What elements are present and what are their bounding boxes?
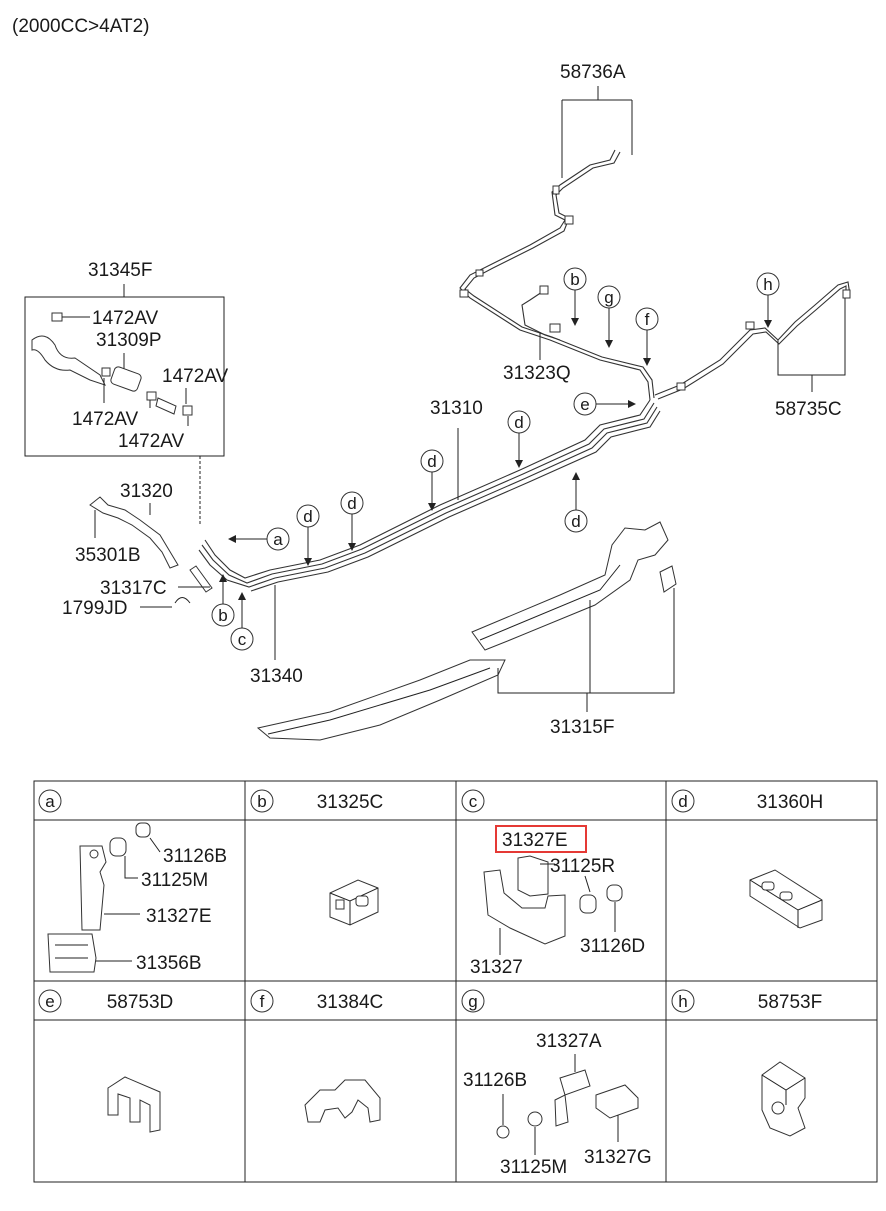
svg-text:h: h: [763, 275, 772, 294]
svg-text:d: d: [427, 452, 436, 471]
cell-letter-f: f: [260, 992, 265, 1011]
svg-text:a: a: [273, 530, 283, 549]
cell-letter-g: g: [468, 992, 477, 1011]
cell-c-parts: 31125R 31327 31126D: [470, 855, 645, 978]
table-cell-e-header: e 58753D: [38, 989, 174, 1013]
cell-c-part-31327[interactable]: 31327: [470, 957, 523, 978]
table-cell-f-header: f 31384C: [250, 989, 384, 1013]
table-cell-b-header: b 31325C: [250, 789, 384, 813]
cell-g-part-31327G[interactable]: 31327G: [584, 1147, 652, 1168]
label-31340[interactable]: 31340: [250, 666, 303, 687]
cell-g-part-31126B[interactable]: 31126B: [463, 1070, 527, 1091]
filter-kit-box: [24, 296, 225, 457]
cell-a-part-31327E[interactable]: 31327E: [146, 906, 212, 927]
label-1799JD[interactable]: 1799JD: [62, 598, 128, 619]
cell-h-clip: [761, 1061, 806, 1137]
svg-text:e: e: [580, 395, 589, 414]
label-58736A[interactable]: 58736A: [560, 62, 626, 83]
label-31309P[interactable]: 31309P: [96, 330, 162, 351]
label-58735C[interactable]: 58735C: [775, 399, 842, 420]
cell-letter-b: b: [257, 792, 266, 811]
label-31323Q[interactable]: 31323Q: [503, 363, 571, 384]
label-31315F[interactable]: 31315F: [550, 717, 614, 738]
cell-d-clip: [749, 869, 823, 929]
highlight-box-31327E: [495, 825, 587, 853]
cell-part-d[interactable]: 31360H: [757, 792, 824, 813]
cell-part-e[interactable]: 58753D: [107, 992, 174, 1013]
svg-text:f: f: [645, 310, 650, 329]
table-cell-a-header: a: [38, 789, 62, 813]
cell-a-part-31356B[interactable]: 31356B: [136, 953, 202, 974]
svg-text:g: g: [604, 288, 613, 307]
svg-text:b: b: [218, 606, 227, 625]
cell-part-h[interactable]: 58753F: [758, 992, 822, 1013]
cell-g-part-31327A[interactable]: 31327A: [536, 1031, 602, 1052]
label-1472AV-4[interactable]: 1472AV: [118, 431, 185, 452]
table-cell-d-header: d 31360H: [671, 789, 824, 813]
svg-text:d: d: [514, 413, 523, 432]
cell-letter-h: h: [678, 992, 687, 1011]
cell-a-part-31126B[interactable]: 31126B: [163, 846, 227, 867]
cell-c-part-31126D[interactable]: 31126D: [580, 936, 645, 957]
cell-letter-e: e: [45, 992, 54, 1011]
cell-c-part-31327E[interactable]: 31327E: [502, 830, 568, 851]
cell-a-part-31125M[interactable]: 31125M: [141, 870, 208, 891]
label-31345F[interactable]: 31345F: [88, 260, 152, 281]
svg-text:b: b: [570, 270, 579, 289]
label-31317C[interactable]: 31317C: [100, 578, 167, 599]
cell-c-part-31125R[interactable]: 31125R: [550, 856, 615, 877]
cell-g-part-31125M[interactable]: 31125M: [500, 1157, 567, 1178]
label-31310[interactable]: 31310: [430, 398, 483, 419]
cell-f-clip: [304, 1079, 381, 1123]
table-cell-g-header: g: [461, 989, 485, 1013]
label-1472AV-2[interactable]: 1472AV: [162, 366, 229, 387]
svg-text:c: c: [238, 630, 247, 649]
cell-b-clip: [329, 879, 379, 926]
cell-letter-d: d: [678, 792, 687, 811]
table-cell-c-header: c: [461, 789, 485, 813]
parts-table: [33, 780, 878, 1183]
cell-letter-c: c: [469, 792, 478, 811]
cell-part-f[interactable]: 31384C: [317, 992, 384, 1013]
cell-a-parts: 31126B 31125M 31327E 31356B: [47, 822, 227, 974]
label-1472AV-1[interactable]: 1472AV: [92, 308, 159, 329]
header-title: (2000CC>4AT2): [12, 16, 149, 37]
cell-part-b[interactable]: 31325C: [317, 792, 384, 813]
label-1472AV-3[interactable]: 1472AV: [72, 409, 139, 430]
cell-e-clip: [107, 1076, 161, 1133]
label-31320[interactable]: 31320: [120, 481, 173, 502]
svg-text:d: d: [347, 494, 356, 513]
table-cell-h-header: h 58753F: [671, 989, 822, 1013]
svg-text:d: d: [571, 512, 580, 531]
label-35301B[interactable]: 35301B: [75, 545, 141, 566]
cell-g-parts: 31327A 31126B 31125M 31327G: [463, 1031, 652, 1178]
cell-letter-a: a: [45, 792, 55, 811]
svg-text:d: d: [303, 507, 312, 526]
